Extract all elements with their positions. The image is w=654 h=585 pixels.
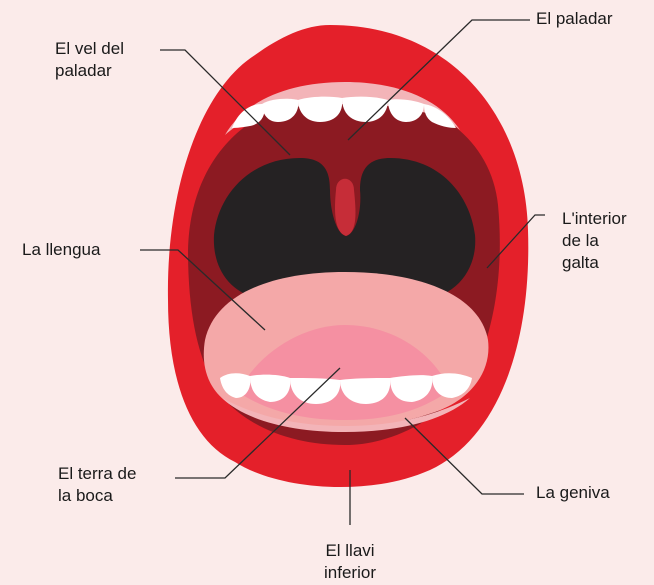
label-floor-of-mouth: El terra de la boca (58, 463, 136, 507)
label-lower-lip: El llavi inferior (300, 540, 400, 584)
uvula (335, 179, 356, 236)
label-tongue: La llengua (22, 239, 100, 261)
label-soft-palate: El vel del paladar (55, 38, 124, 82)
label-gum: La geniva (536, 482, 610, 504)
label-palate: El paladar (536, 8, 613, 30)
label-inner-cheek: L'interior de la galta (562, 208, 627, 274)
